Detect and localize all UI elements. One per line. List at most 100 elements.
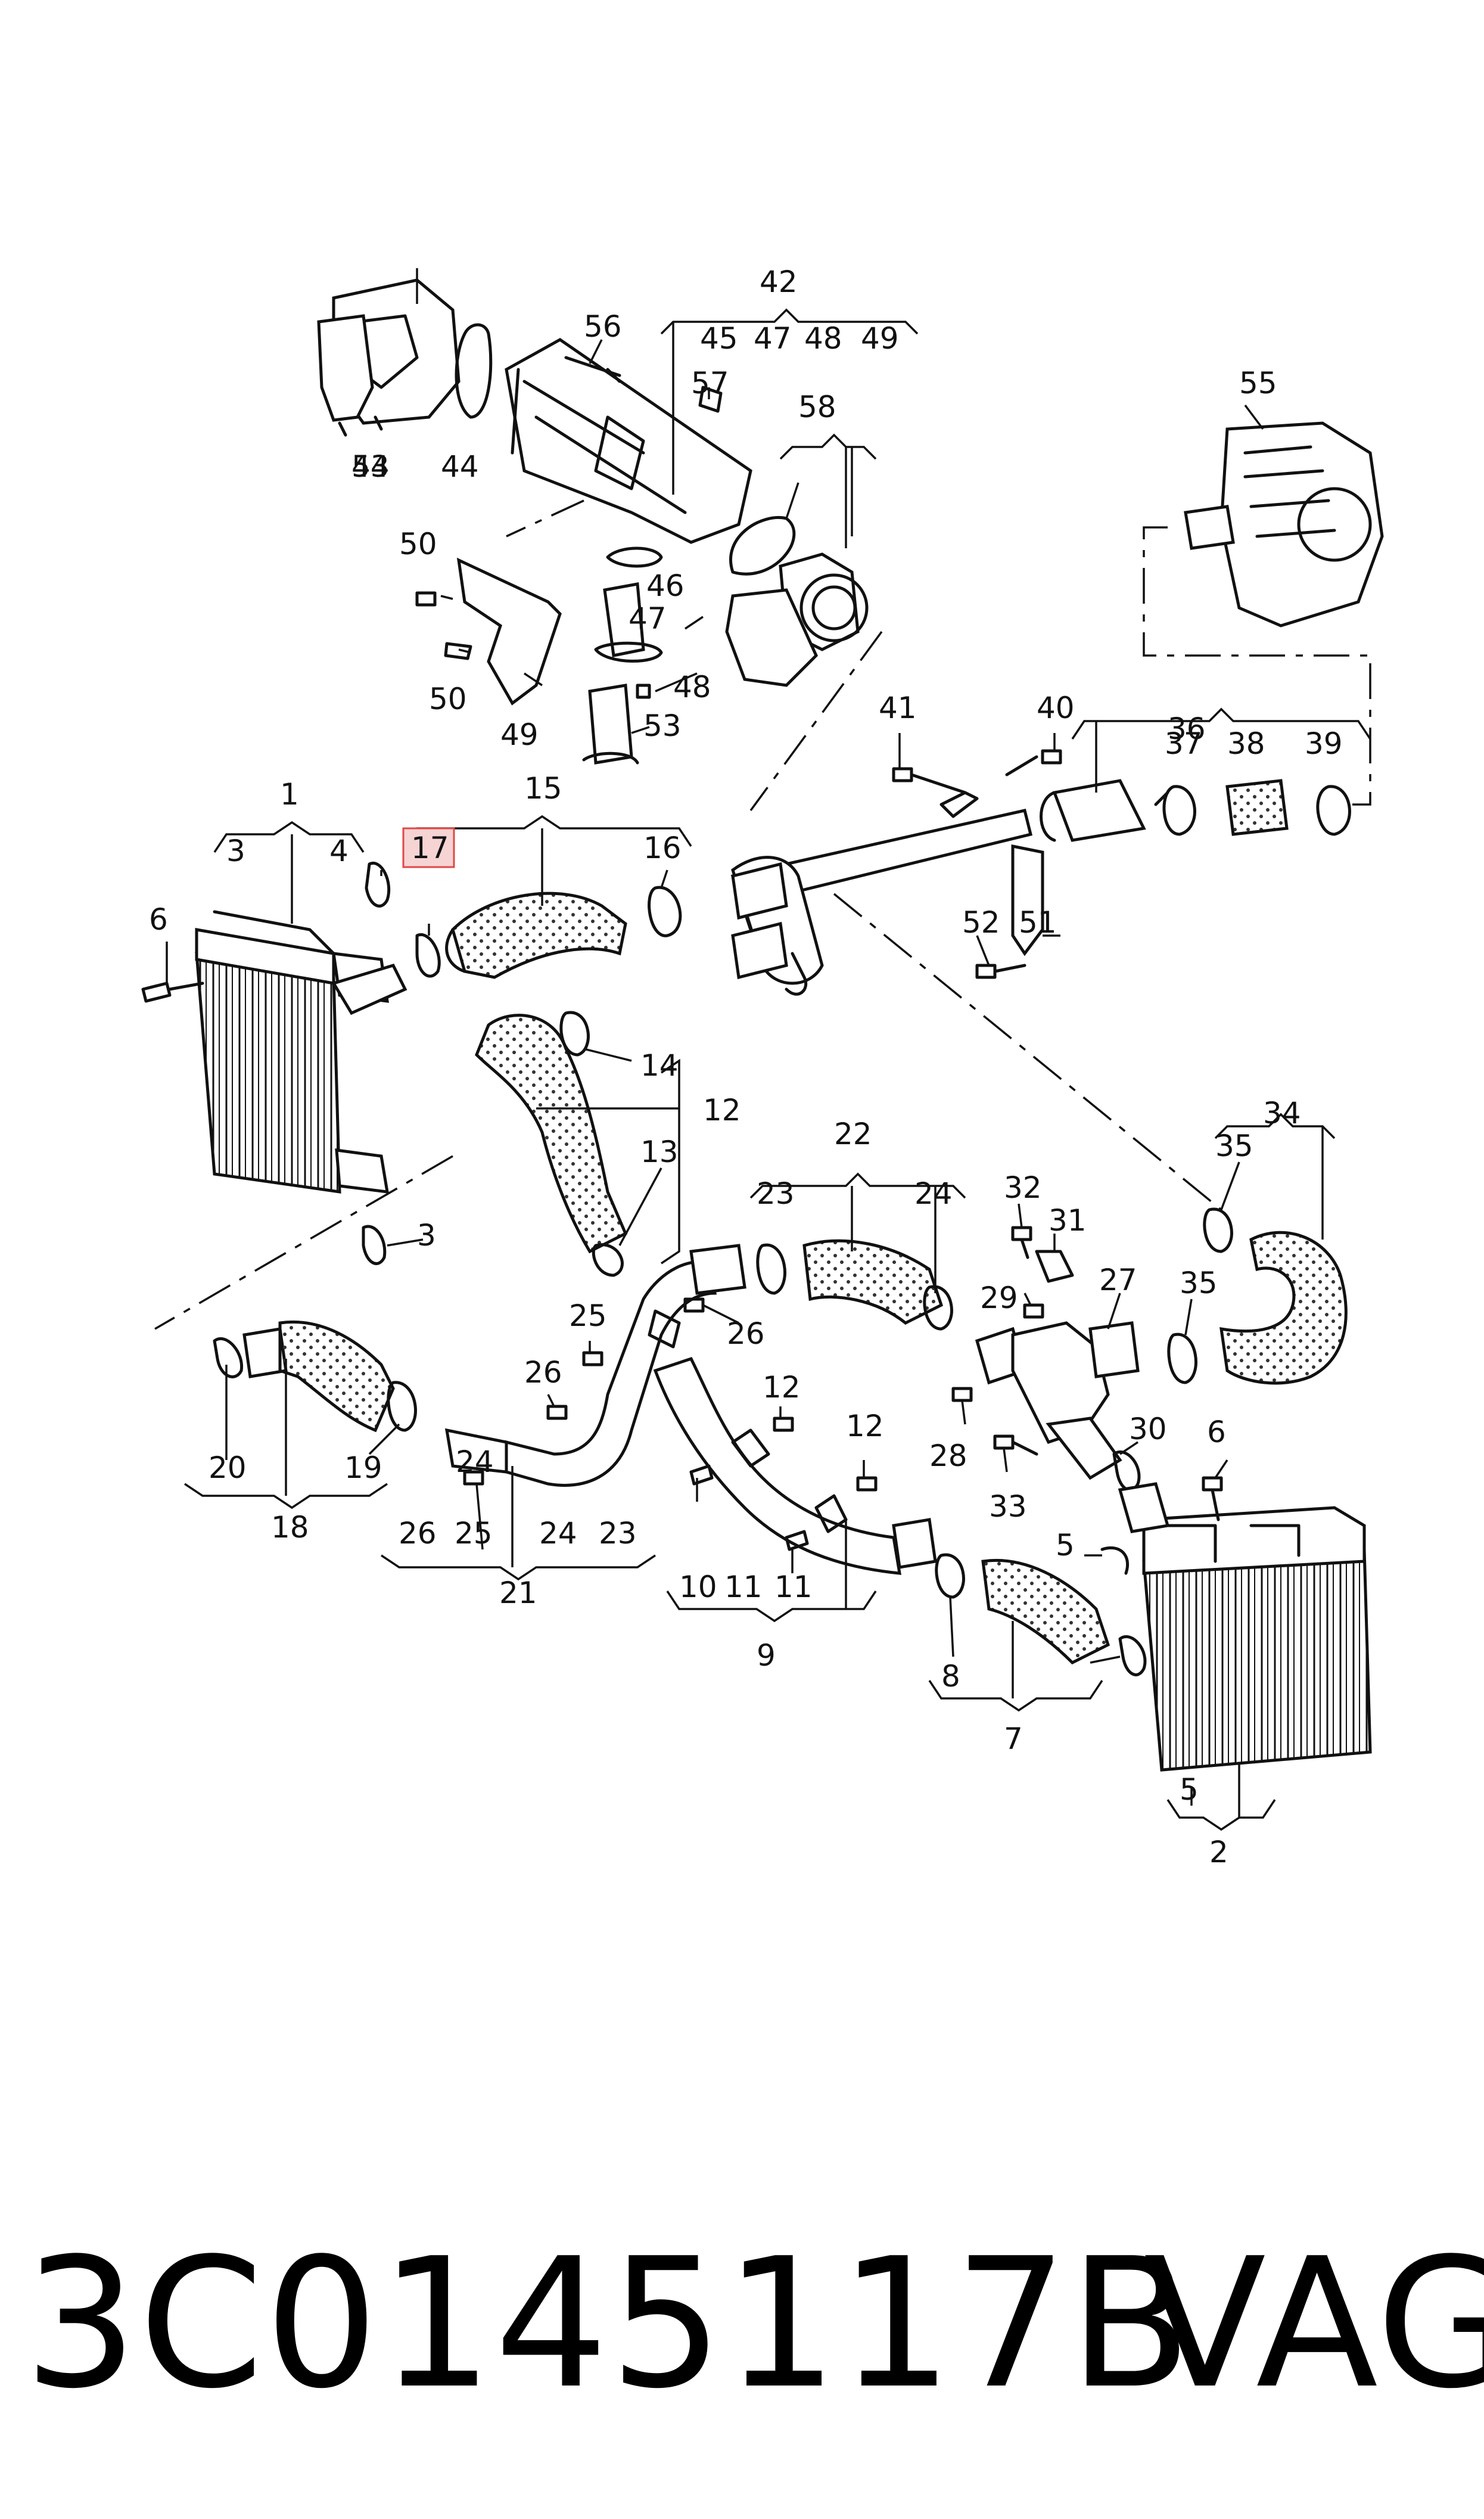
clamp-35-lower — [1167, 1333, 1197, 1384]
part-labels: 1 2 3 3 4 5 5 6 6 7 8 9 10 11 11 12 12 1… — [149, 265, 1343, 1869]
label: 45 — [700, 321, 738, 356]
clamp-35-upper — [1203, 1207, 1233, 1253]
pressure-actuator-58 — [1184, 421, 1384, 628]
hose-42 — [1225, 779, 1289, 836]
label: 20 — [209, 1450, 247, 1485]
label: 36 — [1168, 712, 1206, 746]
bolt-53 — [415, 591, 437, 607]
clamp-24-right — [923, 1285, 953, 1331]
hose-34 — [1219, 1231, 1348, 1385]
label: 41 — [879, 691, 917, 725]
bolt-6-right — [1202, 1476, 1223, 1521]
label: 34 — [1263, 1096, 1301, 1130]
label: 48 — [673, 670, 711, 704]
hose-23 — [802, 1239, 944, 1325]
clamp-15 — [559, 1011, 590, 1057]
label: 11 — [774, 1570, 813, 1604]
part-caption: 3C0145117B VAG — [24, 2217, 1484, 2431]
gasket-47 — [455, 323, 493, 419]
label: 55 — [1239, 366, 1277, 400]
clamp-17 — [648, 886, 682, 937]
leader-lines — [166, 268, 1264, 1806]
label: 42 — [760, 265, 798, 299]
bolt-29 — [1023, 1303, 1044, 1319]
label: 47 — [629, 601, 667, 636]
label: 52 — [962, 905, 1000, 940]
label: 9 — [757, 1638, 776, 1673]
label: 19 — [344, 1450, 382, 1485]
bolt-33 — [993, 1434, 1038, 1456]
connection-lines — [154, 499, 1371, 1330]
label: 56 — [584, 309, 622, 344]
label: 17 — [411, 831, 449, 865]
label: 8 — [941, 1659, 960, 1694]
charge-pipe-group — [730, 749, 1351, 996]
label: 38 — [1227, 726, 1265, 761]
label: 24 — [539, 1516, 577, 1551]
label: 15 — [524, 771, 562, 806]
label: 6 — [1207, 1415, 1226, 1449]
hose-13 — [475, 1014, 628, 1254]
charge-air-cooler-left — [141, 910, 407, 1194]
label: 35 — [1180, 1266, 1218, 1300]
seal-4 — [365, 861, 391, 908]
bolt-55 — [975, 964, 1026, 979]
label: 47 — [754, 321, 792, 356]
label: 39 — [1305, 726, 1343, 761]
o-ring-39 — [729, 516, 796, 576]
label: 18 — [271, 1510, 309, 1545]
highlight-box-18 — [402, 827, 455, 868]
bolt-32 — [1011, 1226, 1032, 1259]
bolt-36 — [698, 386, 723, 413]
hose-group-23 — [756, 1239, 953, 1331]
label: 50 — [429, 682, 467, 716]
label: 5 — [1056, 1528, 1075, 1563]
bolt-37 — [564, 356, 621, 383]
group-braces — [184, 308, 1371, 1831]
clip-5 — [1100, 1546, 1130, 1575]
brand-name: VAG — [1144, 2220, 1484, 2428]
label: 7 — [1004, 1722, 1023, 1756]
label: 16 — [643, 831, 682, 865]
hose-40 — [1052, 779, 1146, 842]
o-ring-21 — [213, 1337, 244, 1378]
label: 43 — [351, 449, 390, 484]
label: 12 — [763, 1370, 801, 1405]
label: 40 — [1037, 691, 1075, 725]
hose-19 — [278, 1321, 395, 1433]
hose-group-left — [362, 861, 682, 1277]
clamp-8 — [935, 1553, 965, 1599]
label: 31 — [1049, 1203, 1087, 1238]
bolt-6-left — [141, 981, 204, 1003]
label: 32 — [1004, 1170, 1042, 1205]
hose-group-34 — [1203, 1207, 1348, 1385]
label: 44 — [441, 449, 479, 484]
label: 3 — [417, 1218, 436, 1253]
label: 26 — [399, 1516, 437, 1551]
label: 12 — [703, 1093, 741, 1128]
bolt-25-lower — [463, 1470, 484, 1486]
label: 6 — [149, 902, 168, 937]
label: 49 — [861, 321, 899, 356]
bolt-28 — [951, 1387, 973, 1402]
label: 27 — [1099, 1263, 1137, 1297]
o-ring-30 — [1112, 1450, 1141, 1492]
o-ring-18 — [415, 933, 441, 978]
hose-16 — [451, 892, 627, 979]
label: 54 — [351, 449, 390, 484]
hose-7 — [981, 1559, 1110, 1665]
charge-air-cooler-right — [1100, 1476, 1372, 1772]
label: 3 — [226, 834, 245, 868]
screw-11-right — [785, 1530, 809, 1551]
screw-50 — [636, 684, 651, 699]
sensor-31 — [1035, 1250, 1074, 1283]
part-number: 3C0145117B — [24, 2220, 1193, 2428]
bolt-26-lower — [546, 1405, 568, 1420]
pipe-22 — [444, 1244, 746, 1487]
label: 53 — [643, 709, 682, 743]
valve-49 — [603, 582, 645, 657]
label: 29 — [980, 1281, 1018, 1315]
screw-11-left — [689, 1464, 714, 1486]
label: 33 — [989, 1489, 1027, 1524]
actuator-57 — [317, 314, 374, 422]
